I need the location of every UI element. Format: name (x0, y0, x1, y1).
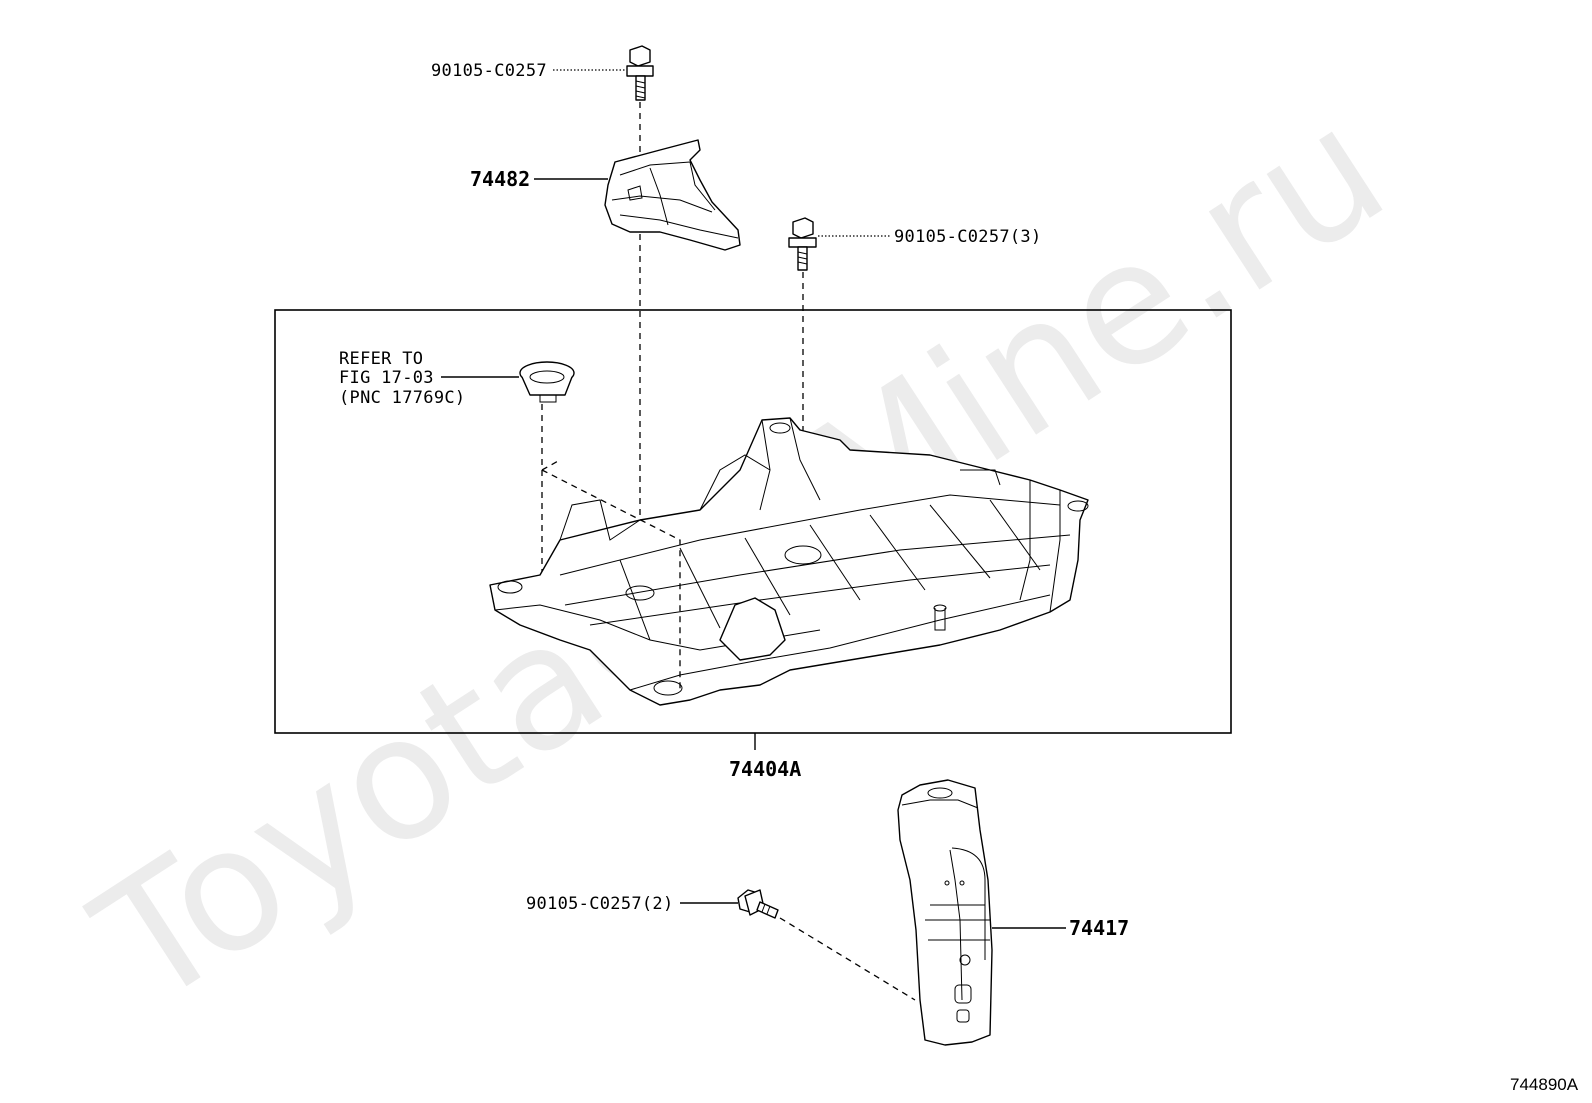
callout-bolt-top: 90105-C0257 (431, 61, 547, 81)
refer-text-line2: FIG 17-03 (339, 368, 434, 388)
refer-text-line1: REFER TO (339, 349, 423, 369)
bracket-74417-icon[interactable] (897, 779, 993, 1046)
bolt-bottom-icon[interactable] (737, 889, 779, 919)
bracket-74482-icon[interactable] (604, 139, 741, 251)
battery-tray-icon[interactable] (489, 417, 1089, 706)
diagram-id: 744890A (1510, 1075, 1579, 1094)
callout-bracket-74482: 74482 (470, 167, 530, 191)
bolt-top-icon[interactable] (626, 45, 654, 101)
callout-bracket-74417: 74417 (1069, 916, 1129, 940)
assembly-frame (274, 309, 1232, 734)
refer-text-line3: (PNC 17769C) (339, 388, 465, 408)
bolt-right-icon[interactable] (788, 217, 817, 271)
callout-bolt-right: 90105-C0257(3) (894, 227, 1042, 247)
callout-tray-74404A: 74404A (729, 757, 801, 781)
callout-bolt-bottom: 90105-C0257(2) (526, 894, 674, 914)
grommet-icon[interactable] (519, 361, 575, 403)
